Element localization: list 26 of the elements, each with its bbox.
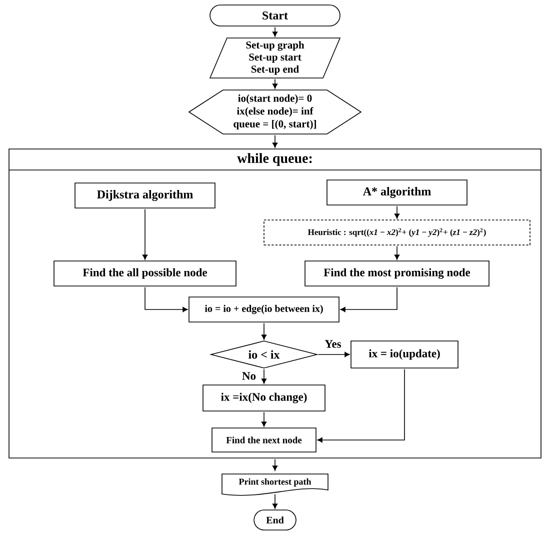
arrow	[272, 78, 278, 89]
arrow	[340, 286, 398, 312]
process-box: Find the next node	[212, 428, 316, 452]
arrow	[394, 206, 400, 219]
arrow	[272, 494, 278, 509]
arrow	[144, 286, 188, 312]
process-box: ix =ix(No change)	[202, 384, 326, 412]
edge-label: Yes	[324, 339, 342, 349]
arrow	[142, 208, 148, 260]
edge-label: No	[240, 371, 258, 381]
dashed-box: Heuristic : sqrt((x1 − x2)$^{2}$+ (y1 − y2)$^{2}$+ (z1 − z2)$^{2}$)	[264, 220, 530, 246]
process-box: Find the all possible node	[54, 260, 236, 286]
process-box: A* algorithm	[326, 180, 468, 206]
process-box: Find the most promising node	[304, 260, 490, 286]
arrow	[317, 368, 405, 443]
arrow	[318, 352, 350, 358]
process-box: ix = io(update)	[350, 340, 458, 368]
process-box: io = io + edge(io between ix)	[188, 296, 340, 322]
arrow	[272, 26, 278, 37]
arrow	[272, 134, 278, 148]
arrow	[272, 458, 278, 471]
arrow	[261, 412, 267, 427]
process-box: Dijkstra algorithm	[74, 182, 216, 208]
arrow	[394, 246, 400, 260]
arrow	[261, 322, 267, 340]
arrow	[261, 368, 267, 384]
